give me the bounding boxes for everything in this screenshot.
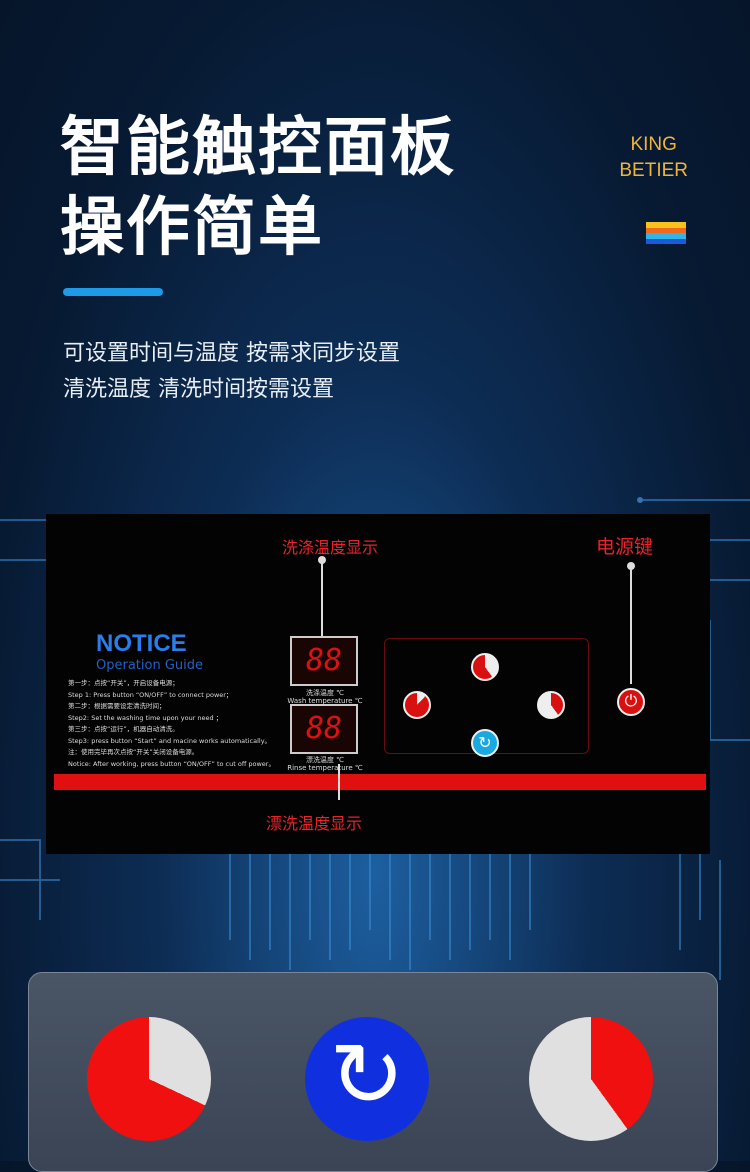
callout-line: [630, 566, 632, 684]
operation-guide-subtitle: Operation Guide: [96, 658, 204, 673]
wash-en-label: Wash temperature ℃: [287, 697, 363, 705]
page-title: 智能触控面板 操作简单: [60, 108, 456, 268]
step-text: 注：使用完毕再次点按“开关”关闭设备电源。: [68, 748, 199, 756]
step-text: 第一步：点按“开关”，开启设备电源；: [68, 679, 179, 687]
start-key-large-refresh-icon[interactable]: ↻: [305, 1017, 429, 1141]
key-closeup: ↻: [28, 972, 718, 1172]
rinse-display-callout: 漂洗温度显示: [266, 814, 363, 833]
callout-line: [321, 560, 323, 636]
step-text: 第三步：点按“运行”，机器自动清洗。: [68, 725, 179, 733]
wash-cn-label: 洗涤温度 ℃: [305, 689, 345, 697]
timer-key-left[interactable]: [403, 691, 431, 719]
start-key-refresh-icon[interactable]: ↻: [471, 729, 499, 757]
step-text: Step2: Set the washing time upon your ne…: [68, 713, 223, 722]
brand-logo: KING BETIER: [619, 132, 688, 184]
wash-temperature-display: 88: [290, 636, 358, 686]
subtitle-line-2: 清洗温度 清洗时间按需设置: [63, 377, 334, 402]
red-strip: [54, 774, 706, 790]
control-panel: 洗涤温度显示 电源键 NOTICE Operation Guide 第一步：点按…: [46, 514, 710, 854]
touch-keypad: ↻: [384, 638, 589, 757]
subtitle-line-1: 可设置时间与温度 按需求同步设置: [63, 341, 400, 366]
brand-line-1: KING: [630, 134, 677, 155]
timer-key-large-left[interactable]: [87, 1017, 211, 1141]
step-text: Step 1: Press button “ON/OFF” to connect…: [68, 690, 233, 699]
power-key-callout: 电源键: [596, 536, 654, 558]
timer-key-top[interactable]: [471, 653, 499, 681]
timer-key-large-right[interactable]: [529, 1017, 653, 1141]
callout-line: [338, 764, 340, 800]
accent-divider: [63, 288, 163, 296]
power-key-icon[interactable]: ⏻: [617, 688, 645, 716]
wash-display-callout: 洗涤温度显示: [282, 538, 379, 557]
notice-title: NOTICE: [96, 630, 187, 657]
subtitle: 可设置时间与温度 按需求同步设置 清洗温度 清洗时间按需设置: [63, 336, 400, 408]
timer-key-right[interactable]: [537, 691, 565, 719]
step-text: 第二步：根据需要设定清洗时间；: [68, 702, 166, 710]
rinse-cn-label: 漂洗温度 ℃: [305, 756, 345, 764]
brand-color-stripes: [646, 222, 686, 244]
title-line-1: 智能触控面板: [60, 111, 456, 185]
step-text: Notice: After working, press button “ON/…: [68, 759, 275, 768]
brand-line-2: BETIER: [619, 160, 688, 181]
title-line-2: 操作简单: [60, 191, 324, 265]
rinse-en-label: Rinse temperature ℃: [287, 764, 363, 772]
operation-steps: 第一步：点按“开关”，开启设备电源； Step 1: Press button …: [68, 678, 275, 770]
step-text: Step3: press button “Start” and macine w…: [68, 736, 272, 745]
rinse-temperature-display: 88: [290, 704, 358, 754]
